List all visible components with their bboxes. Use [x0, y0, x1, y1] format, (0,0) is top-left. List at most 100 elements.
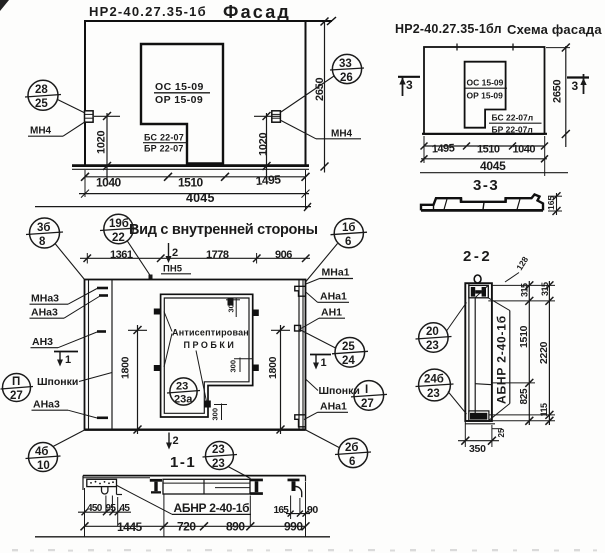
svg-text:45: 45 — [120, 503, 131, 514]
svg-text:165: 165 — [274, 505, 290, 516]
svg-text:1510: 1510 — [178, 176, 204, 190]
svg-text:23: 23 — [427, 388, 440, 400]
svg-text:НР2-40.27.35-1бл: НР2-40.27.35-1бл — [395, 22, 502, 36]
svg-text:4045: 4045 — [480, 159, 506, 173]
svg-text:БС 22-07л: БС 22-07л — [492, 113, 534, 123]
svg-text:Вид с внутренней стороны: Вид с внутренней стороны — [129, 222, 318, 238]
svg-text:27: 27 — [361, 398, 374, 410]
svg-text:ПРОБКИ: ПРОБКИ — [184, 340, 237, 350]
svg-text:1040: 1040 — [513, 144, 536, 156]
svg-text:ОР 15-09: ОР 15-09 — [467, 91, 504, 101]
svg-text:1510: 1510 — [477, 144, 500, 156]
svg-text:25: 25 — [497, 428, 506, 437]
svg-text:450: 450 — [87, 503, 103, 514]
svg-text:АНа1: АНа1 — [320, 291, 347, 303]
svg-text:4б: 4б — [35, 446, 49, 458]
svg-text:165: 165 — [546, 196, 556, 210]
svg-text:1361: 1361 — [110, 249, 133, 261]
svg-text:Схема фасада: Схема фасада — [507, 22, 602, 37]
svg-text:128: 128 — [514, 255, 530, 273]
svg-text:1б: 1б — [342, 222, 356, 234]
svg-text:1800: 1800 — [120, 356, 132, 379]
svg-text:33: 33 — [339, 58, 352, 70]
svg-text:БС 22-07: БС 22-07 — [144, 133, 184, 143]
svg-text:БР 22-07л: БР 22-07л — [492, 125, 533, 135]
svg-text:ПН5: ПН5 — [163, 264, 183, 275]
svg-text:1778: 1778 — [206, 249, 229, 261]
svg-text:3: 3 — [406, 78, 413, 92]
svg-text:10: 10 — [37, 460, 50, 472]
svg-text:Антисептирован: Антисептирован — [172, 328, 249, 338]
svg-text:95: 95 — [106, 503, 117, 514]
svg-text:28: 28 — [35, 84, 48, 96]
svg-text:АНа3: АНа3 — [33, 399, 60, 411]
svg-text:24: 24 — [342, 355, 355, 367]
svg-text:I: I — [365, 384, 368, 396]
svg-text:23: 23 — [176, 381, 188, 393]
svg-text:АНа3: АНа3 — [31, 307, 58, 319]
svg-text:23: 23 — [212, 444, 225, 456]
svg-text:990: 990 — [284, 520, 303, 534]
svg-text:АБНР 2-40-1б: АБНР 2-40-1б — [495, 315, 509, 404]
svg-text:890: 890 — [226, 520, 245, 534]
svg-text:ОС 15-09: ОС 15-09 — [155, 81, 204, 93]
svg-text:1-1: 1-1 — [170, 454, 196, 471]
svg-text:НР2-40.27.35-1б: НР2-40.27.35-1б — [89, 4, 207, 19]
svg-text:300: 300 — [211, 408, 220, 421]
svg-text:24б: 24б — [424, 374, 444, 386]
svg-text:1040: 1040 — [96, 176, 122, 190]
svg-text:АБНР 2-40-1б: АБНР 2-40-1б — [174, 501, 250, 515]
svg-text:БР 22-07: БР 22-07 — [144, 144, 184, 154]
svg-text:2: 2 — [172, 247, 178, 259]
svg-text:23а: 23а — [174, 394, 193, 406]
svg-text:1020: 1020 — [96, 131, 108, 154]
svg-text:115: 115 — [539, 403, 549, 417]
svg-text:Фасад: Фасад — [223, 2, 291, 22]
svg-text:2220: 2220 — [538, 341, 550, 364]
svg-text:22: 22 — [112, 232, 125, 244]
svg-text:25: 25 — [342, 341, 355, 353]
svg-text:2: 2 — [173, 435, 179, 447]
svg-text:3: 3 — [572, 79, 579, 93]
svg-text:Шпонки: Шпонки — [319, 385, 360, 397]
svg-text:ОС 15-09: ОС 15-09 — [467, 78, 504, 88]
svg-text:23: 23 — [426, 340, 439, 352]
svg-text:315: 315 — [520, 283, 530, 297]
svg-text:1: 1 — [65, 354, 71, 366]
svg-text:8: 8 — [39, 236, 46, 248]
svg-text:4045: 4045 — [186, 191, 215, 205]
svg-text:23: 23 — [212, 458, 225, 470]
svg-text:2-2: 2-2 — [463, 248, 492, 265]
svg-text:МНа1: МНа1 — [322, 267, 350, 279]
svg-text:20: 20 — [426, 326, 439, 338]
svg-text:3б: 3б — [37, 222, 51, 234]
svg-text:2650: 2650 — [552, 80, 564, 103]
svg-text:300: 300 — [229, 360, 238, 373]
svg-text:3-3: 3-3 — [473, 177, 499, 194]
svg-text:2б: 2б — [345, 442, 359, 454]
svg-text:26: 26 — [340, 72, 353, 84]
svg-text:6: 6 — [345, 236, 351, 248]
svg-text:МНа3: МНа3 — [31, 293, 59, 305]
svg-text:1495: 1495 — [255, 172, 281, 188]
svg-text:АН3: АН3 — [32, 336, 53, 348]
svg-text:1: 1 — [321, 357, 327, 369]
svg-text:6: 6 — [349, 456, 355, 468]
svg-text:2650: 2650 — [314, 78, 326, 101]
svg-text:906: 906 — [275, 249, 292, 261]
svg-text:300: 300 — [227, 300, 236, 313]
svg-text:1510: 1510 — [518, 325, 530, 348]
svg-text:1800: 1800 — [267, 356, 279, 379]
svg-text:720: 720 — [177, 520, 196, 534]
svg-text:19б: 19б — [109, 218, 129, 230]
svg-text:90: 90 — [307, 504, 318, 516]
svg-text:315: 315 — [540, 282, 550, 296]
svg-text:825: 825 — [519, 388, 530, 405]
svg-text:АН1: АН1 — [321, 307, 342, 319]
svg-text:Шпонки: Шпонки — [37, 376, 78, 388]
svg-text:1495: 1495 — [432, 142, 455, 155]
svg-text:ОР 15-09: ОР 15-09 — [155, 94, 203, 106]
svg-text:МН4: МН4 — [30, 126, 52, 137]
svg-text:МН4: МН4 — [331, 129, 353, 140]
svg-text:25: 25 — [35, 98, 48, 110]
